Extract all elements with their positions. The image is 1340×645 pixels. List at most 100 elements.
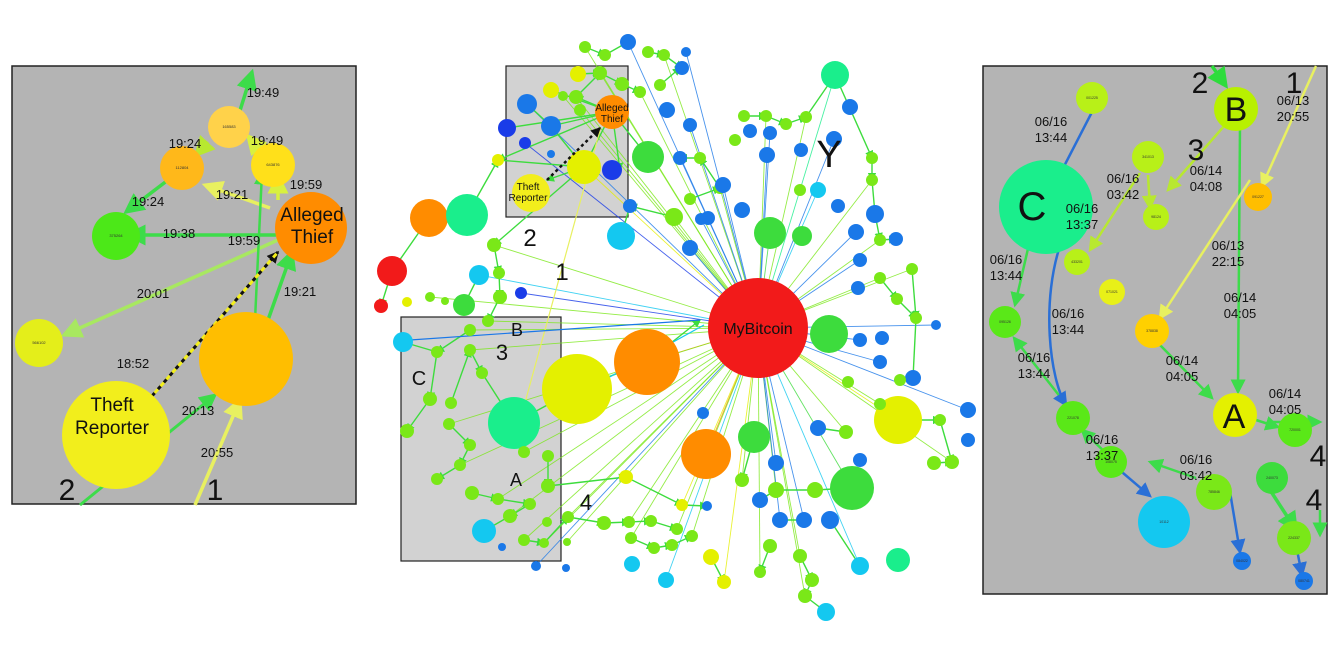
network-node xyxy=(402,297,412,307)
network-node xyxy=(542,517,552,527)
edge xyxy=(253,169,269,321)
edge xyxy=(201,180,271,210)
network-node xyxy=(853,453,867,467)
network-node xyxy=(518,534,530,546)
network-node xyxy=(848,224,864,240)
network-node xyxy=(874,398,886,410)
network-node xyxy=(675,61,689,75)
edge xyxy=(1260,65,1318,189)
network-node xyxy=(524,498,536,510)
network-node xyxy=(569,90,583,104)
network-node xyxy=(768,455,784,471)
time-label: 19:59 xyxy=(228,233,261,248)
node-id: 091227 xyxy=(1252,195,1264,199)
network-node xyxy=(772,512,788,528)
node-id: 566102 xyxy=(32,340,46,345)
edge xyxy=(1255,416,1281,431)
network-node xyxy=(659,102,675,118)
network-node xyxy=(498,119,516,137)
right-node-001225 xyxy=(1076,82,1108,114)
right-node-378838 xyxy=(1135,314,1169,348)
marker-3: 3 xyxy=(496,340,508,365)
network-node xyxy=(760,110,772,122)
right-node-095126 xyxy=(989,306,1021,338)
edge xyxy=(426,351,438,401)
node-id: 433201 xyxy=(1071,260,1083,264)
marker-4: 4 xyxy=(580,490,592,515)
network-node xyxy=(431,346,443,358)
node-id: 785846 xyxy=(1208,490,1220,494)
network-node xyxy=(562,564,570,572)
network-node xyxy=(579,41,591,53)
network-node xyxy=(759,147,775,163)
left-node-643876 xyxy=(251,143,295,187)
corner-number: 1 xyxy=(1286,67,1303,100)
network-node xyxy=(665,208,683,226)
network-node xyxy=(488,397,540,449)
network-node xyxy=(676,499,688,511)
network-node xyxy=(738,110,750,122)
left-node-566102 xyxy=(15,319,63,367)
network-node xyxy=(697,407,709,419)
network-node xyxy=(632,141,664,173)
edge xyxy=(409,319,701,341)
hub-edge xyxy=(535,327,759,567)
network-node xyxy=(910,312,922,324)
network-node xyxy=(874,272,886,284)
node-id: 720001 xyxy=(1289,428,1301,432)
node-id: 112804 xyxy=(175,165,189,170)
network-node xyxy=(906,263,918,275)
network-node xyxy=(821,511,839,529)
network-node xyxy=(866,152,878,164)
network-node xyxy=(905,370,921,386)
edge xyxy=(1230,124,1246,395)
edge xyxy=(625,476,684,506)
network-node xyxy=(826,131,842,147)
network-node xyxy=(472,519,496,543)
right-zoom-panel: 001225 341013 091227 98124 433201 071021… xyxy=(982,64,1328,595)
network-node xyxy=(715,177,731,193)
left-node-375264 xyxy=(92,212,140,260)
network-node xyxy=(400,424,414,438)
network-node xyxy=(793,549,807,563)
network-node xyxy=(625,532,637,544)
node-id: 341013 xyxy=(1142,155,1154,159)
network-node xyxy=(624,556,640,572)
network-node xyxy=(754,566,766,578)
time-label: 20:55 xyxy=(201,445,234,460)
network-node xyxy=(634,86,646,98)
network-node xyxy=(851,557,869,575)
network-node xyxy=(623,516,635,528)
network-node xyxy=(666,539,678,551)
right-node-108075 xyxy=(1095,446,1127,478)
network-node xyxy=(542,354,612,424)
right-node-084022 xyxy=(1233,552,1251,570)
hub-edge xyxy=(523,327,759,541)
network-node xyxy=(619,470,633,484)
right-panel-edges xyxy=(1010,64,1328,578)
time-label: 18:52 xyxy=(117,356,150,371)
network-node xyxy=(658,49,670,61)
network-node xyxy=(839,425,853,439)
edge xyxy=(123,178,170,215)
network-node xyxy=(541,116,561,136)
node-id: 080741 xyxy=(1298,579,1310,583)
network-node xyxy=(464,344,476,356)
network-node xyxy=(842,376,854,388)
network-node xyxy=(393,332,413,352)
node-id: 98124 xyxy=(1151,215,1161,219)
left-node-112804 xyxy=(160,146,204,190)
left-node-large xyxy=(199,312,293,406)
network-node xyxy=(492,154,504,166)
edge xyxy=(60,238,279,338)
edge xyxy=(435,329,471,353)
network-node xyxy=(810,315,848,353)
right-node-10112 xyxy=(1138,496,1190,548)
